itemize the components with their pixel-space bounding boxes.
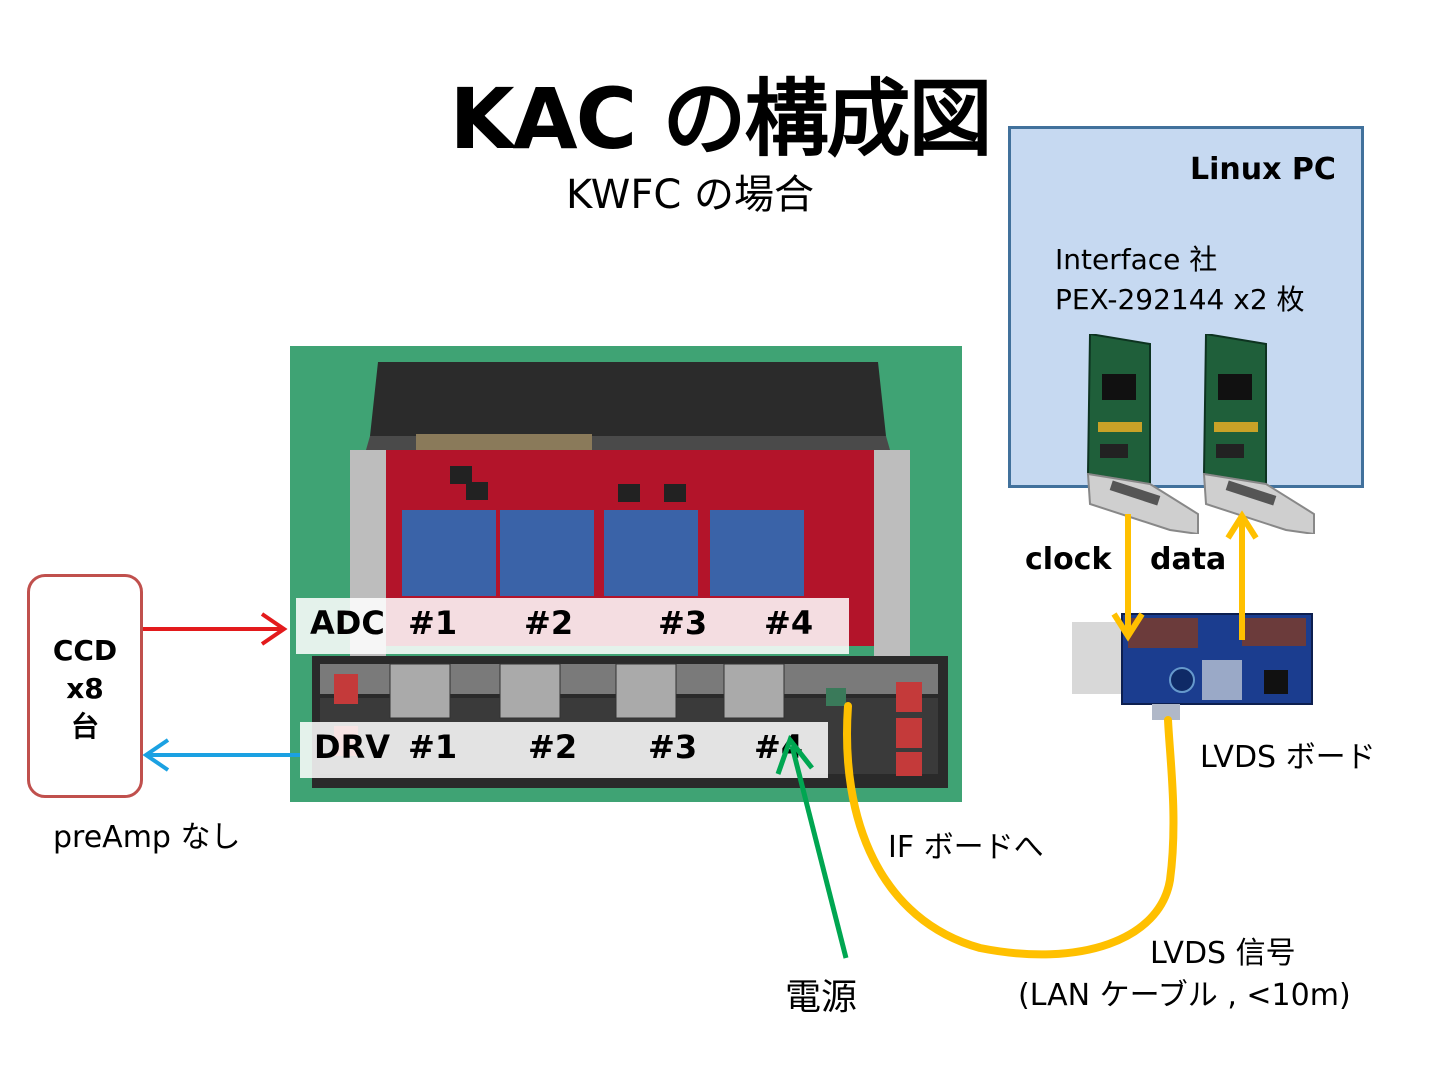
pc-card-description: Interface 社 PEX-292144 x2 枚: [1055, 240, 1305, 320]
drv-slot-2: #2: [528, 728, 578, 766]
page-title: KAC の構成図: [449, 70, 993, 168]
lvds-board-label: LVDS ボード: [1200, 740, 1376, 775]
data-label: data: [1150, 542, 1227, 577]
power-label: 電源: [785, 977, 858, 1018]
adc-slot-4: #4: [764, 604, 814, 642]
ccd-label-line1: CCD: [52, 634, 118, 667]
adc-signal-arrow: [143, 612, 288, 646]
pcie-card-1: [1086, 334, 1199, 534]
ccd-label-line2: x8: [66, 672, 104, 705]
ccd-label: CCD x8 台: [27, 632, 143, 746]
clock-label: clock: [1025, 542, 1112, 577]
lvds-signal-label: LVDS 信号: [1150, 936, 1296, 971]
adc-slot-1: #1: [408, 604, 458, 642]
pcie-card-2: [1202, 334, 1315, 534]
linux-pc-box: [1008, 126, 1364, 488]
ccd-label-line3: 台: [70, 710, 99, 743]
drv-label-band: DRV #1 #2 #3 #4: [300, 722, 828, 778]
lan-cable: [843, 702, 1178, 959]
preamp-note: preAmp なし: [53, 820, 241, 855]
pc-card-vendor: Interface 社: [1055, 243, 1218, 276]
adc-slot-2: #2: [524, 604, 574, 642]
linux-pc-title: Linux PC: [1190, 152, 1336, 187]
adc-label-band: ADC #1 #2 #3 #4: [296, 598, 849, 654]
if-board-label: IF ボードへ: [888, 830, 1044, 865]
lvds-board-photo: [1072, 613, 1313, 720]
page-subtitle: KWFC の場合: [565, 172, 814, 218]
drv-slot-1: #1: [408, 728, 458, 766]
drv-label: DRV: [314, 728, 390, 766]
power-arrow: [775, 734, 849, 959]
adc-label: ADC: [310, 604, 385, 642]
pc-card-model: PEX-292144 x2 枚: [1055, 283, 1305, 316]
clock-arrow: [1111, 514, 1145, 642]
data-arrow: [1225, 510, 1259, 640]
drv-signal-arrow: [142, 738, 300, 772]
drv-slot-3: #3: [648, 728, 698, 766]
lan-cable-label: (LAN ケーブル , <10m): [1018, 978, 1351, 1013]
ccd-box: [27, 574, 143, 798]
adc-slot-3: #3: [658, 604, 708, 642]
